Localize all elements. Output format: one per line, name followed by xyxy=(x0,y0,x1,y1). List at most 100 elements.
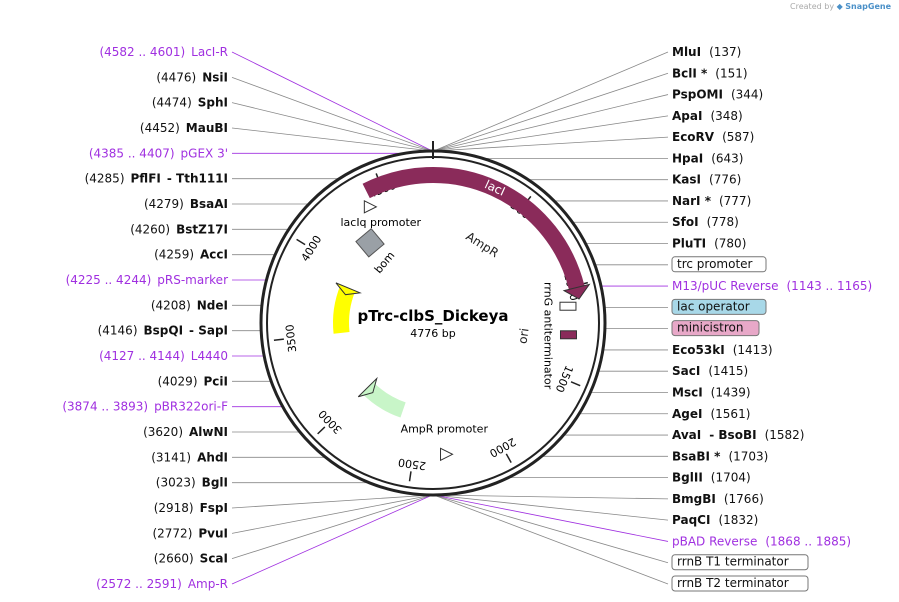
pvui-label[interactable]: (2772)PvuI xyxy=(152,526,228,540)
snapgene-logo-icon: ◆ xyxy=(836,2,843,11)
nsii-label-text: (4476)NsiI xyxy=(156,70,228,84)
bom-feature-label: bom xyxy=(372,249,398,276)
msci-label[interactable]: MscI(1439) xyxy=(672,385,751,399)
pcii-label-text: (4029)PciI xyxy=(158,374,228,388)
trc-promoter-label-box xyxy=(671,256,767,273)
saci-label[interactable]: SacI(1415) xyxy=(672,364,748,378)
bsaai-label-text: (4279)BsaAI xyxy=(144,197,228,211)
rrnb-t1-terminator-label[interactable]: rrnB T1 terminator xyxy=(671,554,809,571)
rrnb-t1-terminator-label-leader xyxy=(433,494,669,564)
rrng-antiterminator-feature-label: rrnG antiterminator xyxy=(541,282,554,390)
bspqi-label-text: (4146)BspQI- SapI xyxy=(98,324,228,338)
ori-feature-arrowhead xyxy=(335,282,362,296)
rrnb-t2-terminator-label-box xyxy=(671,575,809,592)
kasi-label-text: KasI(776) xyxy=(672,173,741,187)
laciq-promoter-feature[interactable] xyxy=(363,200,378,214)
nari-label[interactable]: NarI *(777) xyxy=(672,194,751,208)
pbad-reverse-label[interactable]: pBAD Reverse(1868 .. 1885) xyxy=(672,534,851,548)
pgex-3-label-text: (4385 .. 4407)pGEX 3' xyxy=(89,146,228,160)
rrnb-t2-terminator-label[interactable]: rrnB T2 terminator xyxy=(671,575,809,592)
maubi-label-leader xyxy=(231,127,433,152)
sphi-label-text: (4474)SphI xyxy=(152,96,228,110)
rrng-antiterminator-feature[interactable] xyxy=(559,301,577,311)
ecorv-label[interactable]: EcoRV(587) xyxy=(672,130,754,144)
credit-prefix: Created by xyxy=(790,2,835,11)
acci-label[interactable]: (4259)AccI xyxy=(154,248,228,262)
tick-mark xyxy=(296,238,306,246)
trc-promoter-label[interactable]: trc promoter xyxy=(671,256,767,273)
scai-label-leader xyxy=(231,494,433,560)
mlui-label-text: MluI(137) xyxy=(672,45,741,59)
hpai-label-text: HpaI(643) xyxy=(672,151,743,165)
bstz17i-label[interactable]: (4260)BstZ17I xyxy=(130,222,228,236)
nsii-label[interactable]: (4476)NsiI xyxy=(156,70,228,84)
laci-r-label[interactable]: (4582 .. 4601)LacI-R xyxy=(99,45,228,59)
credit-brand: SnapGene xyxy=(845,2,891,11)
tick-label: 2000 xyxy=(487,435,518,460)
pvui-label-text: (2772)PvuI xyxy=(152,526,228,540)
pbr322ori-f-label-text: (3874 .. 3893)pBR322ori-F xyxy=(62,400,228,414)
apai-label[interactable]: ApaI(348) xyxy=(672,109,743,123)
pspomi-label[interactable]: PspOMI(344) xyxy=(672,88,763,102)
leader-lines xyxy=(231,51,669,585)
minicistron-label[interactable]: minicistron xyxy=(671,320,760,337)
kasi-label[interactable]: KasI(776) xyxy=(672,173,741,187)
pgex-3-label[interactable]: (4385 .. 4407)pGEX 3' xyxy=(89,146,228,160)
pbad-reverse-label-leader xyxy=(433,494,669,542)
apai-label-text: ApaI(348) xyxy=(672,109,743,123)
ampr-feature-label: AmpR xyxy=(463,229,501,260)
m13-puc-reverse-label[interactable]: M13/pUC Reverse(1143 .. 1165) xyxy=(672,279,872,293)
prs-marker-label[interactable]: (4225 .. 4244)pRS-marker xyxy=(66,273,228,287)
fspi-label-text: (2918)FspI xyxy=(154,501,228,515)
laci-feature[interactable] xyxy=(362,167,585,290)
tick-mark xyxy=(505,453,512,463)
minicistron-feature[interactable] xyxy=(559,330,577,340)
mlui-label[interactable]: MluI(137) xyxy=(672,45,741,59)
bsaai-label[interactable]: (4279)BsaAI xyxy=(144,197,228,211)
sfoi-label[interactable]: SfoI(778) xyxy=(672,215,739,229)
pbr322ori-f-label[interactable]: (3874 .. 3893)pBR322ori-F xyxy=(62,400,228,414)
agei-label-text: AgeI(1561) xyxy=(672,407,750,421)
ndei-label[interactable]: (4208)NdeI xyxy=(151,298,228,312)
trc-promoter-label-text: trc promoter xyxy=(677,257,753,271)
maubi-label[interactable]: (4452)MauBI xyxy=(140,121,228,135)
pflfi-label[interactable]: (4285)PflFI- Tth111I xyxy=(85,172,228,186)
bcli-label[interactable]: BclI *(151) xyxy=(672,66,748,80)
msci-label-text: MscI(1439) xyxy=(672,385,751,399)
l4440-label-text: (4127 .. 4144)L4440 xyxy=(99,349,228,363)
tick-label: 3500 xyxy=(283,324,299,353)
l4440-label[interactable]: (4127 .. 4144)L4440 xyxy=(99,349,228,363)
bcli-label-text: BclI *(151) xyxy=(672,66,748,80)
ahdi-label[interactable]: (3141)AhdI xyxy=(151,450,228,464)
fspi-label[interactable]: (2918)FspI xyxy=(154,501,228,515)
alwni-label[interactable]: (3620)AlwNI xyxy=(143,425,228,439)
eco53ki-label[interactable]: Eco53kI(1413) xyxy=(672,343,773,357)
laci-r-label-text: (4582 .. 4601)LacI-R xyxy=(99,45,228,59)
bglii-label[interactable]: BglII(1704) xyxy=(672,471,751,485)
tick-label: 4000 xyxy=(299,233,325,264)
ampr-promoter-feature[interactable] xyxy=(440,447,454,462)
bom-feature[interactable] xyxy=(355,227,385,258)
bspqi-label[interactable]: (4146)BspQI- SapI xyxy=(98,324,228,338)
bgli-label-text: (3023)BglI xyxy=(156,476,228,490)
paqci-label[interactable]: PaqCI(1832) xyxy=(672,513,758,527)
avai-label-text: AvaI- BsoBI(1582) xyxy=(672,428,804,442)
amp-r-label[interactable]: (2572 .. 2591)Amp-R xyxy=(96,577,228,591)
sfoi-label-text: SfoI(778) xyxy=(672,215,739,229)
hpai-label[interactable]: HpaI(643) xyxy=(672,151,743,165)
scai-label[interactable]: (2660)ScaI xyxy=(154,552,228,566)
agei-label[interactable]: AgeI(1561) xyxy=(672,407,750,421)
lac-operator-label[interactable]: lac operator xyxy=(671,298,767,315)
pluti-label[interactable]: PluTI(780) xyxy=(672,237,746,251)
rrnb-t1-terminator-label-text: rrnB T1 terminator xyxy=(677,555,789,569)
sphi-label[interactable]: (4474)SphI xyxy=(152,96,228,110)
avai-label[interactable]: AvaI- BsoBI(1582) xyxy=(672,428,804,442)
feature-labels: (4582 .. 4601)LacI-R (4476)NsiI (4474)SphI… xyxy=(62,45,872,592)
pcii-label[interactable]: (4029)PciI xyxy=(158,374,228,388)
bgli-label[interactable]: (3023)BglI xyxy=(156,476,228,490)
rrnb-t1-terminator-label-box xyxy=(671,554,809,571)
bmgbi-label[interactable]: BmgBI(1766) xyxy=(672,492,764,506)
bsabi-label[interactable]: BsaBI *(1703) xyxy=(672,449,768,463)
bmgbi-label-leader xyxy=(433,494,669,500)
